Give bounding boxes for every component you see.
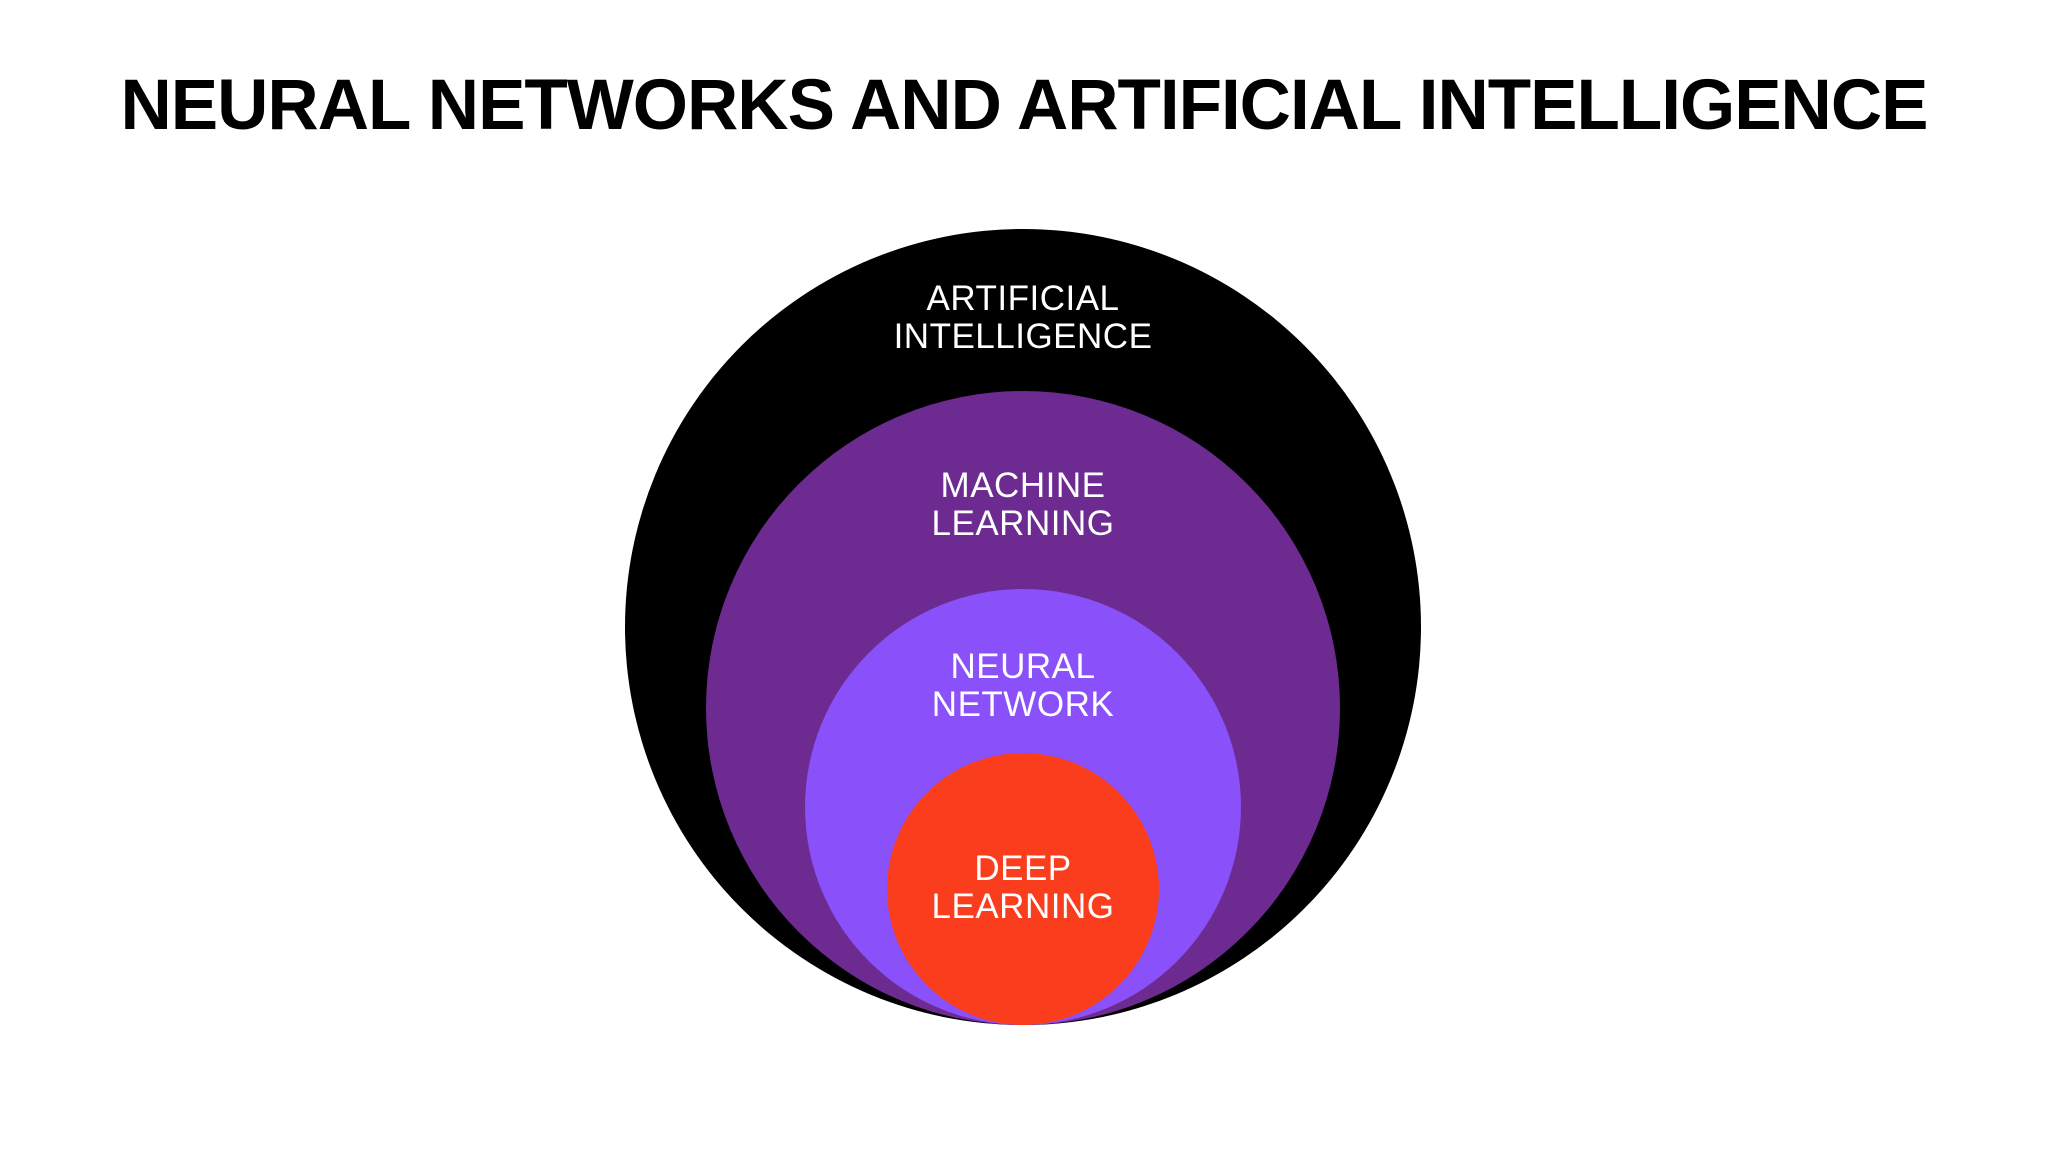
deep-learning-circle (887, 753, 1159, 1025)
neural-network-label-line1: NEURAL (950, 647, 1096, 686)
page-title: NEURAL NETWORKS AND ARTIFICIAL INTELLIGE… (120, 66, 1929, 145)
deep-learning-label: DEEP LEARNING (932, 850, 1115, 926)
neural-network-label-line2: NETWORK (931, 685, 1115, 724)
machine-learning-label-line2: LEARNING (931, 504, 1115, 543)
deep-learning-label-line2: LEARNING (931, 887, 1115, 926)
machine-learning-label: MACHINE LEARNING (932, 467, 1115, 543)
neural-network-label: NEURAL NETWORK (932, 648, 1114, 724)
deep-learning-label-line1: DEEP (974, 849, 1072, 888)
artificial-intelligence-label-line1: ARTIFICIAL (926, 279, 1120, 318)
artificial-intelligence-label-line2: INTELLIGENCE (893, 317, 1153, 356)
machine-learning-label-line1: MACHINE (940, 466, 1106, 505)
artificial-intelligence-label: ARTIFICIAL INTELLIGENCE (894, 280, 1153, 356)
